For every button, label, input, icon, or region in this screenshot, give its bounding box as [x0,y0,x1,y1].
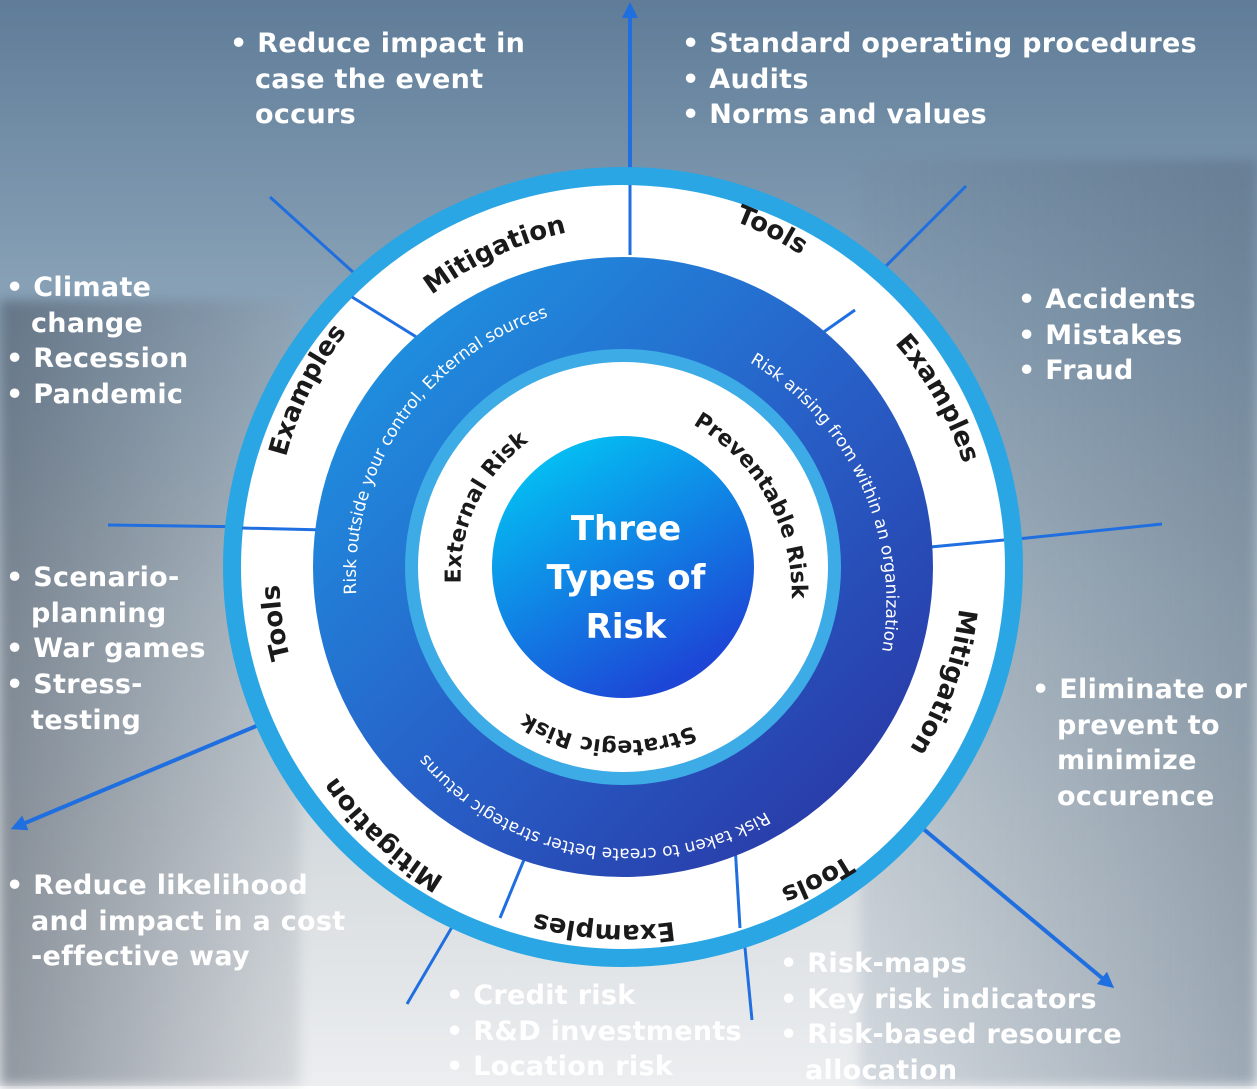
note-line: Pandemic [6,377,189,413]
note-line: testing [31,704,142,736]
note-line: Credit risk [446,978,742,1014]
center-title: Three Types of Risk [547,509,707,647]
note-line: Risk-based resource [780,1017,1122,1053]
note-strategic-examples: Credit risk R&D investments Location ris… [446,978,742,1085]
note-line: War games [6,631,206,667]
note-external-mitigation: Reduce impact in case the event occurs [230,26,525,133]
note-line: Fraud [1018,353,1196,389]
center-title-line-1: Three [571,509,681,549]
note-preventable-tools: Standard operating procedures Audits Nor… [682,26,1197,133]
outer-ring-dividers [241,185,1005,929]
note-line: Recession [6,341,189,377]
center-circle [492,436,754,698]
note-line: and impact in a cost [31,905,346,937]
note-line: Norms and values [682,97,1197,133]
note-line: minimize [1057,745,1197,777]
note-line: -effective way [31,941,250,973]
note-line: Stress- [6,667,206,703]
note-strategic-mitigation: Reduce likelihood and impact in a cost -… [6,868,345,975]
note-external-tools: Scenario- planning War games Stress- tes… [6,560,206,738]
note-line: case the event [255,63,484,95]
note-strategic-tools: Risk-maps Key risk indicators Risk-based… [780,946,1122,1089]
note-line: Eliminate or [1032,672,1247,708]
note-preventable-mitigation: Eliminate or prevent to minimize occuren… [1032,672,1247,815]
note-line: Location risk [446,1049,742,1085]
note-line: Audits [682,62,1197,98]
note-line: Key risk indicators [780,982,1122,1018]
note-line: Climate [6,270,189,306]
note-line: prevent to [1057,709,1220,741]
note-line: change [31,307,144,339]
note-line: Reduce impact in [230,26,525,62]
note-line: Accidents [1018,282,1196,318]
note-preventable-examples: Accidents Mistakes Fraud [1018,282,1196,389]
note-line: Scenario- [6,560,206,596]
note-line: planning [31,597,167,629]
note-line: Mistakes [1018,318,1196,354]
note-line: occurs [255,99,356,131]
note-line: Reduce likelihood [6,868,345,904]
note-external-examples: Climate change Recession Pandemic [6,270,189,413]
note-line: occurence [1057,780,1215,812]
note-line: allocation [805,1054,958,1086]
center-title-line-2: Types of [547,558,707,598]
note-line: Standard operating procedures [682,26,1197,62]
center-title-line-3: Risk [586,607,668,647]
note-line: R&D investments [446,1014,742,1050]
note-line: Risk-maps [780,946,1122,982]
